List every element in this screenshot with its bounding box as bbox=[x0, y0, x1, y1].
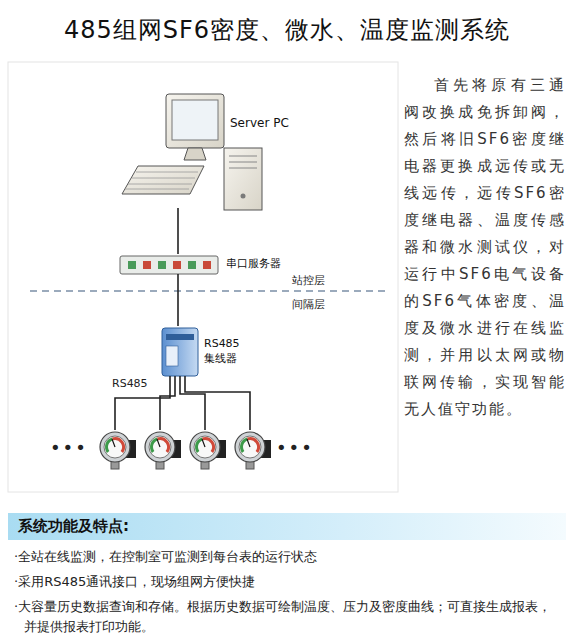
server-pc-illustration bbox=[122, 94, 262, 210]
gauges bbox=[100, 376, 271, 469]
hub-body bbox=[162, 328, 198, 376]
rs485-wire bbox=[160, 376, 175, 430]
more-devices: ••• bbox=[276, 437, 314, 458]
monitor bbox=[166, 94, 224, 148]
device-label: 串口服务器 bbox=[226, 254, 281, 274]
gauge-scale-red bbox=[247, 437, 260, 453]
gauge-scale-red bbox=[157, 437, 170, 453]
density-relay bbox=[100, 432, 136, 469]
serial-ports bbox=[128, 261, 211, 269]
bus-label: RS485 bbox=[112, 377, 148, 390]
feature-item: ·采用RS485通讯接口，现场组网方便快捷 bbox=[14, 572, 564, 592]
layer-divider bbox=[30, 290, 390, 292]
layer-label: 间隔层 bbox=[292, 297, 325, 312]
gauge-rim bbox=[100, 432, 130, 462]
gauge-face bbox=[149, 436, 171, 458]
monitor-screen bbox=[172, 100, 218, 140]
gauge-scale-red bbox=[202, 437, 215, 453]
port bbox=[128, 261, 136, 269]
monitor-stand bbox=[184, 148, 206, 160]
density-relay bbox=[190, 432, 226, 469]
rs485-wire bbox=[185, 376, 250, 430]
gauge-scale-red bbox=[112, 437, 125, 453]
gauge-rim bbox=[190, 432, 220, 462]
gauge-face bbox=[104, 436, 126, 458]
gauge-rim bbox=[235, 432, 265, 462]
serial-server-body bbox=[120, 256, 218, 274]
gauge-face bbox=[194, 436, 216, 458]
band-heading: 系统功能及特点: bbox=[18, 517, 556, 536]
pc-tower bbox=[224, 148, 262, 210]
description: 首先将原有三通阀改换成免拆卸阀，然后将旧SF6密度继电器更换成远传或无线远传，远… bbox=[404, 72, 566, 423]
keyboard bbox=[122, 166, 204, 194]
serial-server: 串口服务器 bbox=[118, 254, 285, 274]
feature-item: ·大容量历史数据查询和存储。根据历史数据可绘制温度、压力及密度曲线；可直接生成报… bbox=[14, 597, 564, 637]
power-button bbox=[241, 194, 246, 199]
gauge-face bbox=[239, 436, 261, 458]
density-relay bbox=[145, 432, 181, 469]
gauge-needle bbox=[157, 439, 160, 447]
feature-band: 系统功能及特点: bbox=[8, 513, 566, 540]
port bbox=[173, 261, 181, 269]
port bbox=[143, 261, 151, 269]
port bbox=[158, 261, 166, 269]
hub-terminal bbox=[166, 346, 178, 366]
hub-label-strip bbox=[166, 334, 194, 340]
gauge-needle bbox=[202, 439, 205, 447]
diagram-panel bbox=[8, 62, 398, 492]
feature-item: ·全站在线监测，在控制室可监测到每台表的运行状态 bbox=[14, 547, 564, 567]
server-pc: Server PC bbox=[118, 90, 295, 208]
rs485-hub-illustration bbox=[162, 328, 198, 376]
title: 485组网SF6密度、微水、温度监测系统 bbox=[0, 14, 574, 46]
keyboard-keys bbox=[125, 172, 198, 189]
gauge-needle bbox=[247, 439, 250, 447]
device-label: Server PC bbox=[230, 116, 289, 130]
density-relay bbox=[235, 432, 271, 469]
gauge-rim bbox=[145, 432, 175, 462]
port bbox=[203, 261, 211, 269]
drive-bays bbox=[229, 156, 257, 168]
connector bbox=[177, 208, 179, 254]
rs485-wire bbox=[180, 376, 205, 430]
layer-label: 站控层 bbox=[292, 273, 325, 288]
rs485-hub: RS485 集线器 bbox=[160, 326, 252, 376]
connector bbox=[177, 274, 179, 326]
more-devices: ••• bbox=[50, 437, 88, 458]
port bbox=[188, 261, 196, 269]
device-label: RS485 集线器 bbox=[204, 336, 248, 366]
serial-server-illustration bbox=[120, 256, 218, 274]
gauge-needle bbox=[112, 439, 115, 447]
